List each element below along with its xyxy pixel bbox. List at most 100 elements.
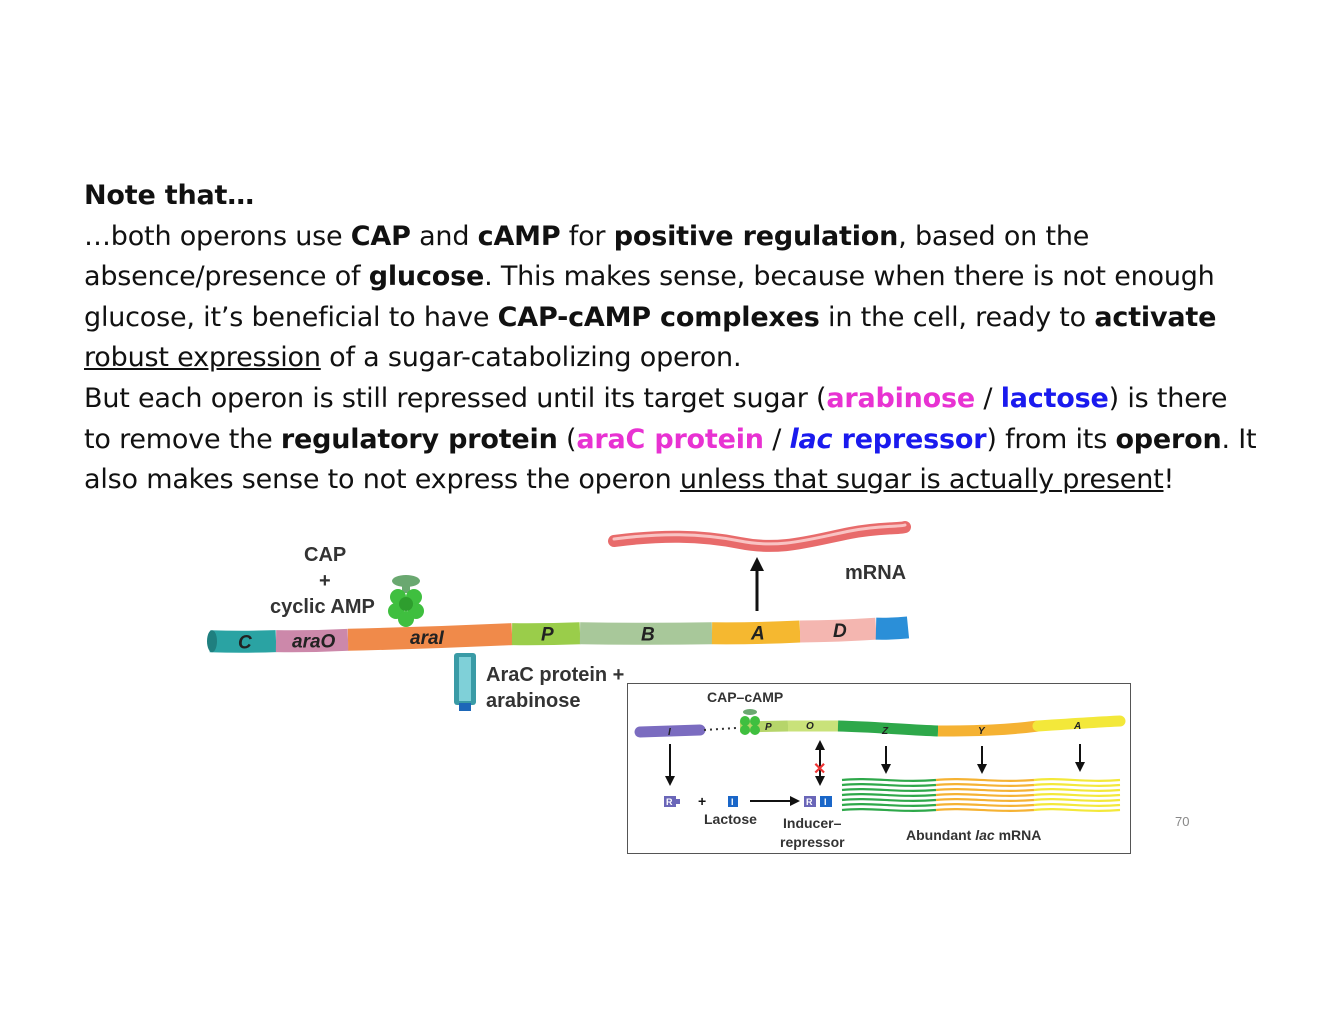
inducer-label-line2: repressor: [780, 834, 845, 850]
dna-segment-label: P: [541, 624, 554, 645]
paragraph-line-4: robust expression of a sugar-catabolizin…: [84, 338, 1244, 379]
mrna-wave: [841, 808, 937, 812]
mrna-strand-highlight: [612, 523, 907, 546]
mrna-wave: [935, 808, 1035, 812]
arabinose-term: arabinose: [826, 382, 976, 414]
repressor-r-label: R: [666, 797, 673, 807]
bold-term: glucose: [368, 261, 485, 293]
underlined-text: robust expression: [84, 342, 321, 374]
bold-term: operon: [1115, 423, 1222, 455]
gene-z-label: Z: [881, 726, 889, 737]
dotted-connector: [703, 727, 737, 731]
dna-segment-label: araO: [292, 632, 336, 653]
mrna-wave: [935, 783, 1035, 787]
mrna-strand: [608, 521, 911, 552]
text: (: [557, 423, 577, 455]
mrna-wave: [1033, 798, 1121, 802]
text: . It: [1221, 423, 1257, 455]
text: ) is there: [1108, 382, 1228, 414]
mrna-wave: [935, 788, 1035, 792]
bold-term: positive regulation: [613, 220, 899, 252]
arac-protein-icon: [454, 653, 476, 711]
text: for: [560, 220, 614, 252]
mrna-wave: [841, 793, 937, 797]
dna-segment-label: A: [750, 624, 765, 645]
cap-camp-icon: [388, 575, 424, 627]
slide-text: Note that… …both operons use CAP and cAM…: [84, 176, 1257, 501]
dna-segment-end: [875, 616, 910, 640]
bold-term: CAP: [350, 220, 411, 252]
cyclic-amp-label: cyclic AMP: [270, 596, 375, 618]
i-down-arrowhead: [665, 776, 675, 786]
paragraph-line-3: glucose, it’s beneficial to have CAP-cAM…: [84, 298, 1244, 339]
mrna-wave: [841, 783, 937, 787]
lactose-label: Lactose: [704, 811, 757, 827]
abundant-mrna-label: Abundant lac mRNA: [906, 827, 1041, 843]
text: . This makes sense, because when there i…: [484, 261, 1215, 293]
dna-segment-araO: [275, 628, 349, 653]
plus-label: +: [319, 570, 331, 592]
mrna-wave: [935, 793, 1035, 797]
lac-operon-diagram: CAP–cAMP I P O Z Y A ✕: [634, 689, 1126, 850]
repressor-icon: [664, 796, 676, 807]
gene-o-label: O: [806, 721, 814, 732]
lac-term: lac: [789, 423, 833, 455]
slide-title: Note that…: [84, 180, 255, 211]
paragraph-line-7: also makes sense to not express the oper…: [84, 460, 1244, 501]
a-gene: [1032, 715, 1126, 732]
dna-segment-A: [711, 620, 801, 645]
text: glucose, it’s beneficial to have: [84, 301, 498, 333]
mrna-wave: [935, 803, 1035, 807]
gene-a-label: A: [1073, 721, 1081, 732]
paragraph-line-1: …both operons use CAP and cAMP for posit…: [84, 217, 1244, 258]
text: ) from its: [986, 423, 1116, 455]
cap-camp-icon-small: [740, 709, 760, 735]
underlined-text: unless that sugar is actually present: [679, 464, 1164, 496]
text: /: [975, 382, 1001, 414]
text: absence/presence of: [84, 261, 369, 293]
o-up-arrowhead: [815, 740, 825, 750]
inducer-repressor-icon-i: [820, 796, 832, 807]
inducer-repressor-icon-r: [804, 796, 816, 807]
text: /: [763, 423, 790, 455]
mrna-wave: [841, 788, 937, 792]
text: , based on the: [898, 220, 1090, 252]
dna-segment-B: [579, 622, 713, 645]
z-down-arrowhead: [881, 764, 891, 774]
arac-protein-term: araC protein: [576, 423, 764, 455]
paragraph-line-6: to remove the regulatory protein (araC p…: [84, 420, 1257, 461]
plus-sign: +: [698, 793, 706, 809]
mrna-italic: lac: [975, 827, 995, 843]
mrna-wave: [841, 778, 937, 782]
mrna-wave: [841, 798, 937, 802]
mrna-wave: [1033, 793, 1121, 797]
text: to remove the: [84, 423, 281, 455]
dna-segment-label: B: [641, 624, 655, 645]
dna-segment-label: araI: [410, 628, 445, 649]
abundant-mrna-waves: [841, 778, 1121, 812]
dna-end-cap: [207, 630, 217, 653]
arac-label-line2: arabinose: [486, 690, 580, 712]
text: and: [410, 220, 478, 252]
mrna-wave: [935, 798, 1035, 802]
gene-i-label: I: [668, 727, 671, 738]
dna-segment-label: D: [833, 621, 847, 642]
lac-operon-panel: CAP–cAMP I P O Z Y A ✕: [627, 683, 1131, 854]
inducer-label-line1: Inducer–: [783, 815, 842, 831]
text: …both operons use: [84, 220, 351, 252]
mrna-wave: [1033, 788, 1121, 792]
mrna-wave: [841, 803, 937, 807]
page-number: 70: [1175, 814, 1190, 829]
text: !: [1163, 464, 1175, 496]
mrna-suffix: mRNA: [995, 827, 1042, 843]
mrna-wave: [1033, 783, 1121, 787]
dna-segment-araI: [347, 623, 513, 651]
lactose-term: lactose: [1000, 382, 1109, 414]
inducer-i-label: I: [731, 797, 734, 807]
complex-i-label: I: [824, 797, 827, 807]
paragraph-line-2: absence/presence of glucose. This makes …: [84, 257, 1244, 298]
inducer-icon: [728, 796, 738, 807]
i-gene: [634, 724, 706, 738]
blocked-x-icon: ✕: [813, 761, 826, 778]
